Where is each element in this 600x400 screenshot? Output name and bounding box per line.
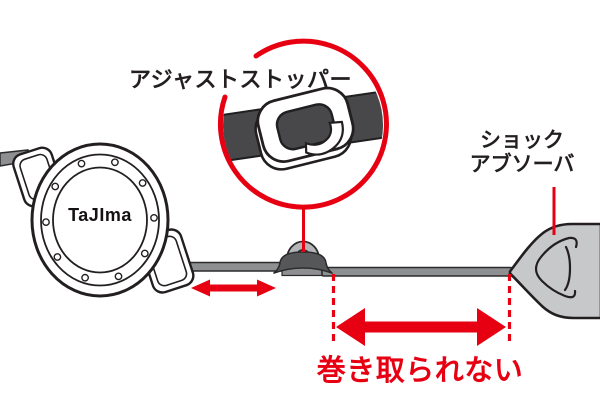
no-retract-caption: 巻き取られない xyxy=(316,355,524,387)
shock-absorber-label-line1: ショック xyxy=(480,129,564,152)
reel-bezel-ring xyxy=(40,153,160,287)
adjust-stopper-label: アジャストストッパー xyxy=(129,67,353,92)
shock-absorber-inner-line xyxy=(563,245,572,292)
shock-absorber-label: ショック アブソーバ xyxy=(452,129,592,177)
rivet-dot xyxy=(150,213,158,222)
shock-absorber xyxy=(508,222,600,320)
magnified-view xyxy=(223,86,383,171)
magnifier-ring xyxy=(217,38,389,210)
buckle-hook xyxy=(304,120,344,156)
stopper-base xyxy=(273,251,333,274)
no-retract-range-arrow xyxy=(336,308,506,346)
rivet-dot xyxy=(81,273,90,282)
rivet-dot xyxy=(140,249,149,258)
shock-absorber-body xyxy=(508,222,600,320)
reel-face xyxy=(52,166,148,274)
magnified-buckle xyxy=(254,86,355,171)
brand-logo: TaJIma xyxy=(68,205,132,225)
adjust-stopper xyxy=(273,240,333,274)
rivet-dot xyxy=(53,253,62,261)
rivet-dot xyxy=(51,182,60,191)
rivet-dot xyxy=(77,159,86,168)
rivet-dot xyxy=(42,218,50,227)
magnifier xyxy=(217,38,389,210)
tether-reel: TaJIma xyxy=(0,142,287,298)
slide-range-arrow xyxy=(191,279,276,297)
shock-absorber-fold-line xyxy=(534,236,578,299)
shock-absorber-label-line2: アブソーバ xyxy=(469,153,575,176)
rivet-dot xyxy=(111,158,119,167)
strap-right-segment xyxy=(321,266,513,277)
reel-rivets xyxy=(42,158,158,282)
rivet-dot xyxy=(114,272,123,281)
rivet-dot xyxy=(138,179,147,187)
